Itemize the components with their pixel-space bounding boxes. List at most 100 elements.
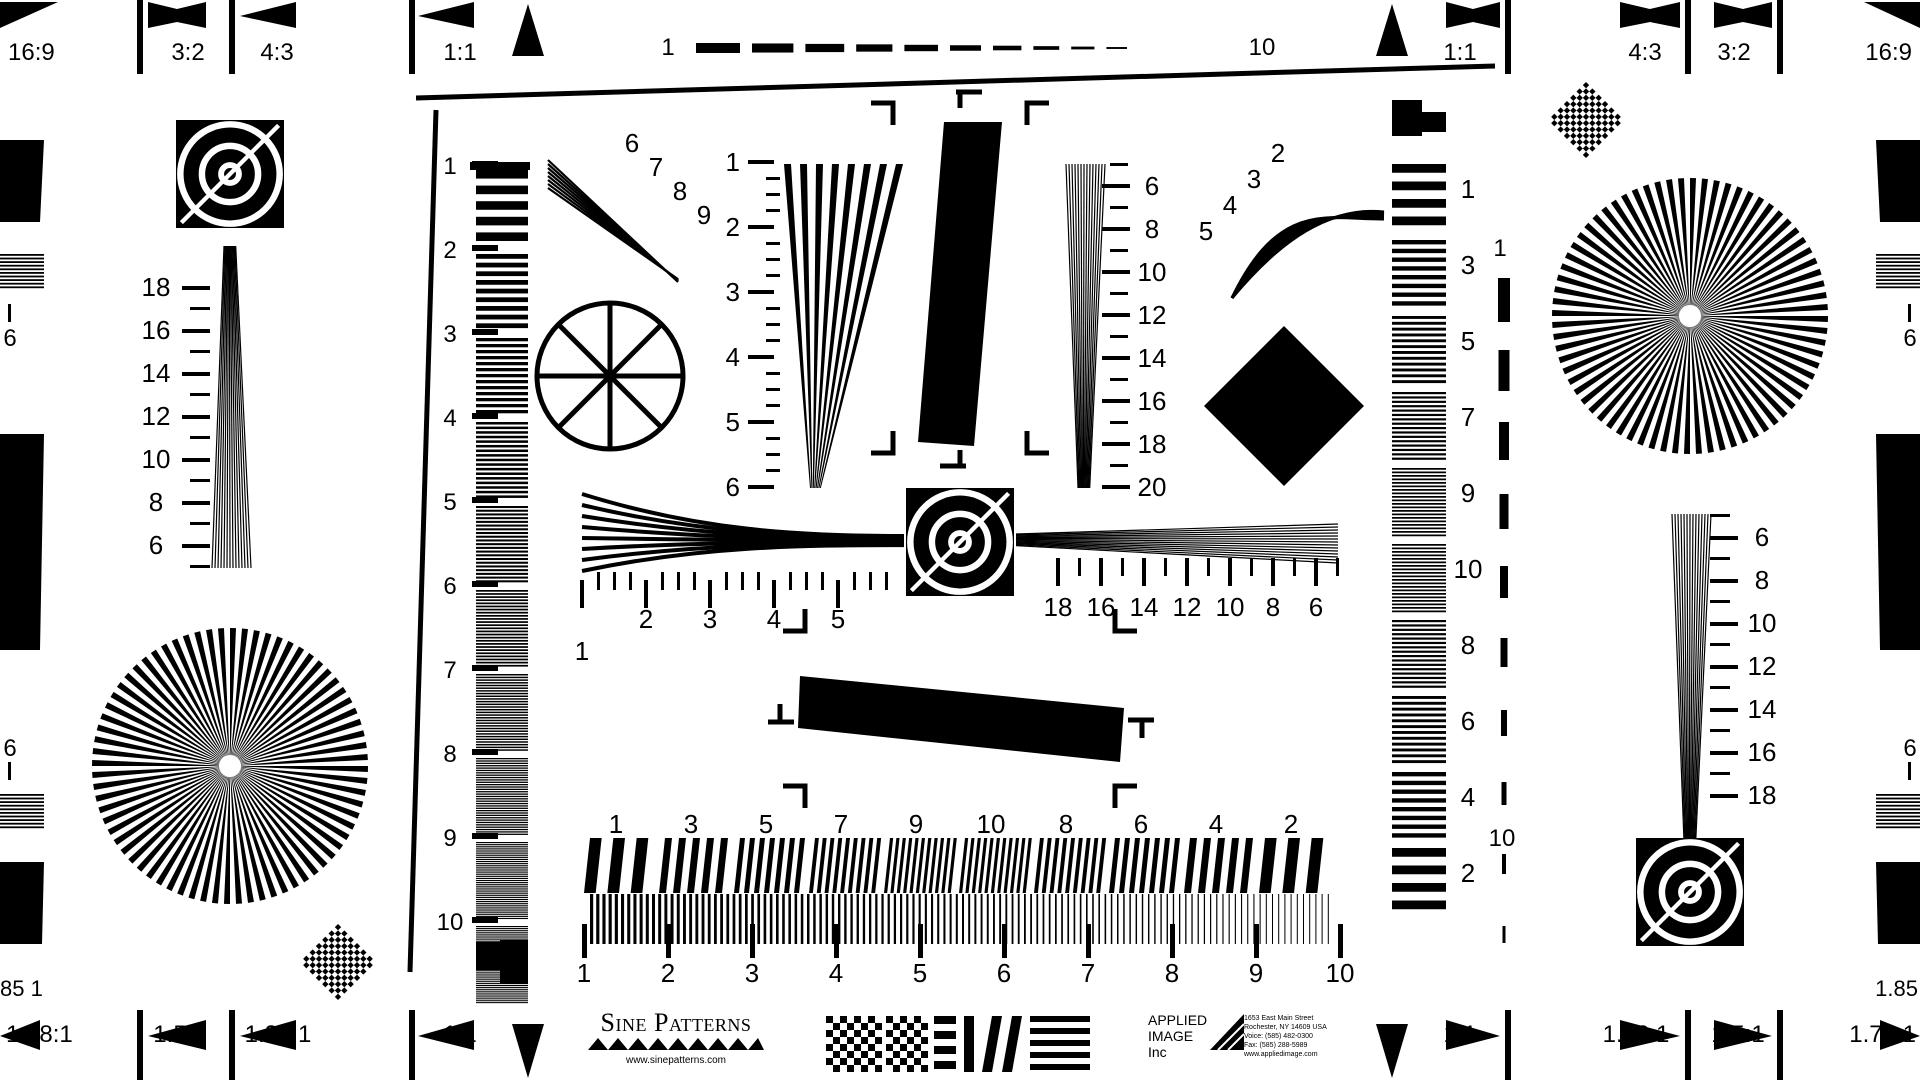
- left-wedge-tick: [182, 544, 210, 548]
- edge-grating-line: [0, 812, 44, 814]
- center-left-wedge-tick: [766, 372, 780, 375]
- siemens-star-right-spoke: [1690, 316, 1749, 444]
- footer-bar: [1030, 1052, 1090, 1058]
- center-up-triangle: [512, 4, 544, 56]
- footer-checker-cell: [886, 1044, 893, 1051]
- right-bar-line: [1392, 475, 1446, 477]
- center-right-wedge-line: [1088, 163, 1103, 489]
- bottom-wedge-line: [809, 838, 819, 893]
- right-dash-label: 1: [1493, 235, 1506, 262]
- bottom-wedge-line: [941, 838, 951, 893]
- right-bar-line: [1392, 524, 1446, 526]
- left-wedge-line: [234, 245, 249, 569]
- bottom-wedge-line: [840, 838, 850, 893]
- center-down-triangle: [512, 1024, 544, 1078]
- right-wedge-line: [1686, 513, 1690, 843]
- left-scale-label: 9: [443, 825, 456, 852]
- siemens-star-left-spoke: [93, 766, 231, 790]
- left-bar-line: [476, 913, 528, 915]
- diag-right-label: 2: [1271, 138, 1285, 168]
- right-dash-label: 10: [1489, 825, 1516, 852]
- left-bar-line: [476, 543, 528, 546]
- bottom-wedge-line: [1022, 838, 1032, 893]
- center-right-wedge-tick: [1102, 485, 1130, 489]
- center-horizontal-wedge-line: [1015, 541, 1339, 552]
- diag-right-label: 4: [1223, 190, 1237, 220]
- left-wedge-label: 14: [142, 358, 171, 388]
- siemens-star-right-spoke: [1654, 181, 1690, 316]
- left-wedge-line: [223, 245, 229, 569]
- right-bar-line: [1392, 544, 1446, 546]
- center-right-wedge-line: [1074, 163, 1082, 489]
- siemens-star-left-spoke: [95, 766, 230, 802]
- siemens-star-left-spoke: [217, 628, 230, 766]
- siemens-star-right-spoke: [1666, 179, 1690, 316]
- bottom-wedge-line: [1080, 838, 1091, 893]
- siemens-star-right-spoke: [1584, 222, 1690, 316]
- bottom-grating-line: [1179, 894, 1181, 944]
- left-bar-line: [476, 929, 528, 931]
- bottom-scale-label: 5: [913, 958, 927, 988]
- center-horizontal-label: 6: [1309, 592, 1323, 622]
- siemens-star-right-spoke: [1690, 178, 1697, 316]
- applied-name-line1: APPLIED: [1148, 1012, 1208, 1028]
- diag-left-line: [547, 187, 679, 281]
- t-marker: [940, 450, 966, 469]
- siemens-star-left-spoke: [188, 766, 230, 900]
- left-bar-line: [476, 779, 528, 781]
- checker-diamond-right-cell: [1570, 113, 1577, 120]
- bottom-grating-line: [670, 894, 674, 944]
- bottom-grating-line: [707, 894, 711, 944]
- ring-target-center-ring: [928, 510, 992, 574]
- siemens-star-right-spoke: [1660, 316, 1690, 452]
- right-dash: [1499, 494, 1509, 529]
- left-bar-line: [476, 695, 528, 697]
- bottom-grating-line: [1055, 894, 1057, 944]
- siemens-star-right-spoke: [1690, 257, 1818, 316]
- right-bar-line: [1392, 798, 1446, 803]
- siemens-star-right-spoke: [1690, 178, 1709, 316]
- center-right-wedge-tick: [1102, 270, 1130, 274]
- left-wedge-tick: [182, 415, 210, 419]
- right-bar-line: [1392, 283, 1446, 289]
- footer-bar: [934, 1061, 956, 1069]
- right-bar-line: [1392, 696, 1446, 699]
- right-scale-label: 3: [1461, 250, 1475, 280]
- bottom-grating-line: [1278, 894, 1280, 944]
- right-bar-line: [1392, 409, 1446, 412]
- siemens-star-left-spoke: [96, 724, 230, 766]
- siemens-star-left-spoke: [230, 697, 353, 766]
- footer-checker-cell: [840, 1030, 847, 1037]
- siemens-star-left-spoke: [98, 766, 231, 814]
- center-right-wedge-tick: [1102, 442, 1130, 446]
- bottom-scale-tick: [1254, 924, 1259, 958]
- left-bar-line: [476, 398, 528, 402]
- siemens-star-left-spoke: [150, 649, 230, 766]
- bottom-wedge-label: 9: [909, 809, 923, 839]
- diag-left-label: 7: [649, 152, 663, 182]
- siemens-star-left-spoke: [141, 656, 230, 766]
- applied-name-line3: Inc: [1148, 1044, 1167, 1060]
- center-left-wedge-tick: [766, 209, 780, 212]
- right-bar-line: [1392, 405, 1446, 408]
- right-wedge-line: [1694, 513, 1709, 843]
- right-bar-line: [1392, 719, 1446, 723]
- footer-checker-cell: [854, 1030, 861, 1037]
- ring-target-center-ring: [907, 489, 1013, 595]
- footer-checker-cell: [907, 1065, 914, 1072]
- left-bar-line: [476, 738, 528, 741]
- right-bar-line: [1392, 554, 1446, 557]
- bottom-grating-line: [794, 894, 798, 944]
- center-right-wedge-label: 10: [1138, 257, 1167, 287]
- footer-bar: [1030, 1064, 1090, 1070]
- checker-diamond-left-cell: [309, 968, 316, 975]
- checker-diamond-left-cell: [334, 987, 342, 994]
- right-wedge-tick: [1710, 708, 1738, 712]
- left-scale-label: 6: [443, 573, 456, 600]
- bottom-wedge-line: [1003, 838, 1013, 893]
- ratio-bar-bottom: [137, 1010, 143, 1080]
- right-bar-line: [1392, 833, 1446, 838]
- center-left-wedge-label: 1: [726, 147, 740, 177]
- center-left-wedge-tick: [748, 485, 774, 489]
